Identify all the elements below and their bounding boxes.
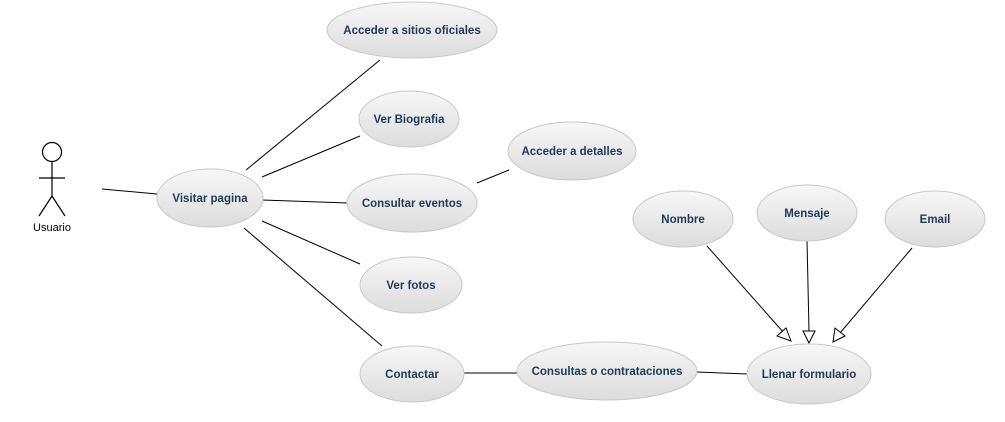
assoc-consultas-llenar: [696, 371, 748, 375]
assoc-visitar-contactar: [243, 227, 383, 347]
use-case-label: Llenar formulario: [762, 369, 857, 381]
gen-mensaje-llenar: [806, 239, 810, 332]
use-case-ver-biografia[interactable]: Ver Biografia: [358, 90, 460, 148]
use-case-mensaje[interactable]: Mensaje: [756, 184, 858, 242]
use-case-email[interactable]: Email: [884, 190, 986, 248]
gen-head-nombre: [776, 327, 792, 342]
use-case-ver-fotos[interactable]: Ver fotos: [359, 256, 463, 314]
actor-usuario[interactable]: Usuario: [33, 141, 71, 235]
generalization-heads: [776, 327, 846, 345]
use-case-contactar[interactable]: Contactar: [359, 345, 465, 403]
actor-left-leg: [38, 195, 53, 217]
actor-label: Usuario: [33, 222, 71, 234]
assoc-visitar-consultar: [261, 199, 349, 204]
use-case-label: Consultar eventos: [362, 198, 462, 210]
use-case-label: Nombre: [661, 214, 704, 226]
use-case-label: Visitar pagina: [172, 193, 248, 205]
actor-right-leg: [51, 195, 66, 217]
assoc-visitar-acceder-sitios: [245, 59, 381, 171]
assoc-visitar-biografia: [261, 135, 361, 178]
use-case-label: Mensaje: [784, 208, 829, 220]
assoc-visitar-fotos: [261, 220, 361, 265]
gen-head-email: [832, 327, 846, 343]
use-case-label: Ver fotos: [386, 280, 435, 292]
gen-head-mensaje: [802, 330, 816, 345]
use-case-label: Acceder a sitios oficiales: [343, 25, 480, 37]
use-case-consultas-contrataciones[interactable]: Consultas o contrataciones: [516, 341, 698, 401]
assoc-usuario-visitar: [101, 188, 158, 195]
use-case-acceder-detalles[interactable]: Acceder a detalles: [507, 121, 637, 181]
use-case-label: Ver Biografia: [374, 114, 446, 126]
gen-email-llenar: [839, 247, 913, 334]
use-case-llenar-formulario[interactable]: Llenar formulario: [746, 343, 872, 405]
use-case-label: Acceder a detalles: [521, 146, 622, 158]
assoc-consultar-detalles: [476, 169, 510, 184]
use-case-visitar-pagina[interactable]: Visitar pagina: [156, 168, 264, 228]
use-case-acceder-sitios-oficiales[interactable]: Acceder a sitios oficiales: [326, 1, 498, 59]
actor-head: [41, 141, 63, 163]
use-case-consultar-eventos[interactable]: Consultar eventos: [346, 173, 478, 233]
use-case-label: Contactar: [385, 369, 439, 381]
gen-nombre-llenar: [706, 245, 785, 334]
use-case-label: Email: [920, 214, 951, 226]
use-case-nombre[interactable]: Nombre: [632, 190, 734, 248]
associations: [101, 59, 913, 375]
use-case-label: Consultas o contrataciones: [532, 366, 683, 378]
